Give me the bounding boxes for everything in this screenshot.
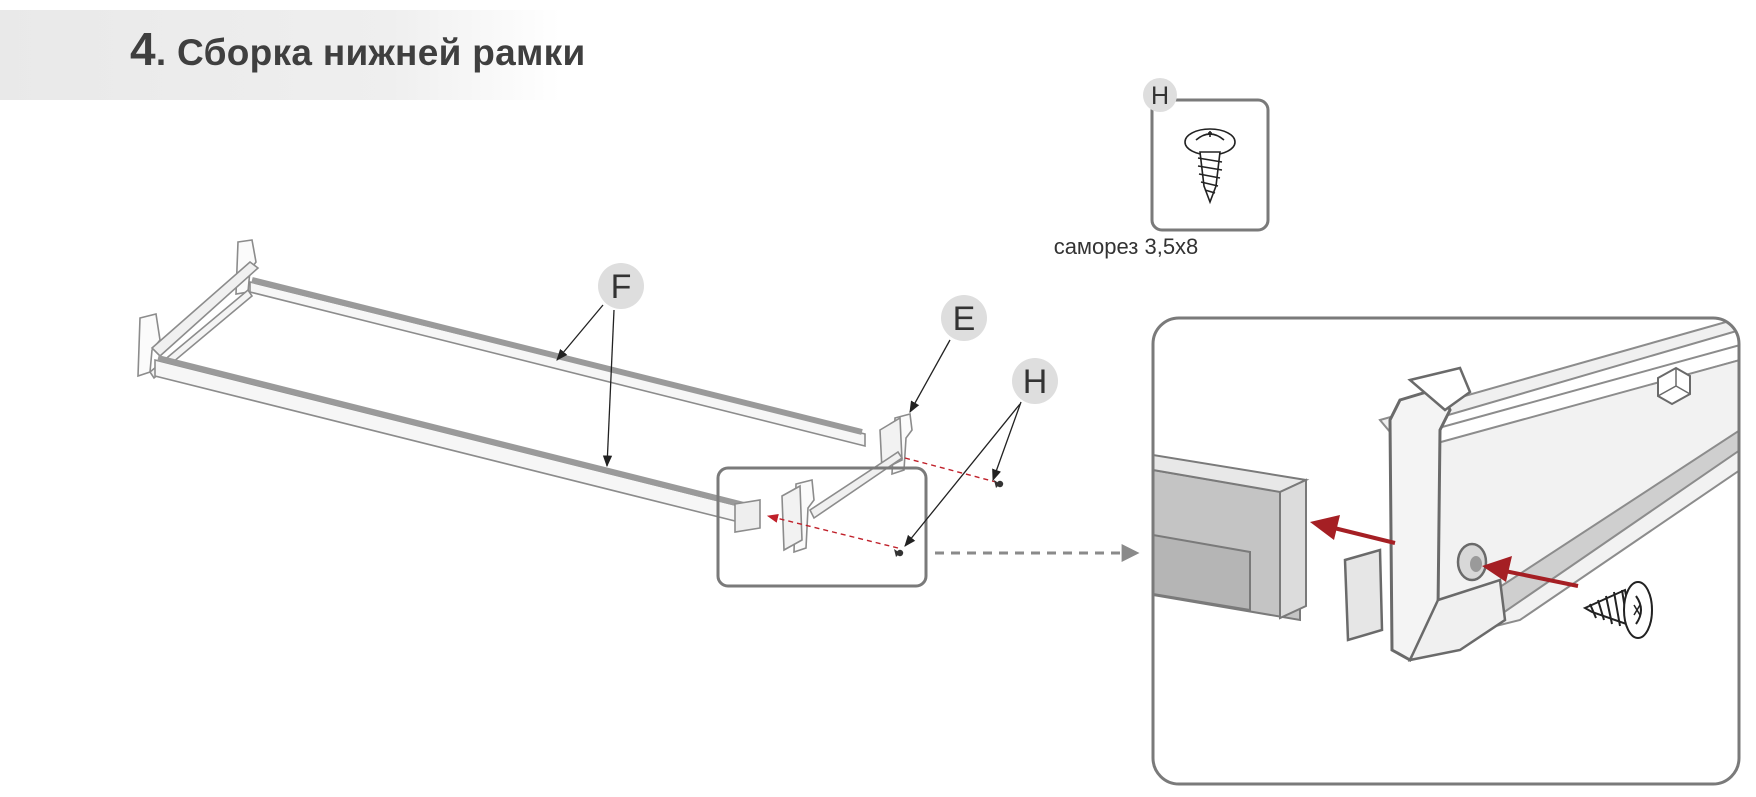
zoom-region-box xyxy=(716,466,928,588)
callout-leaders xyxy=(556,304,1022,547)
detail-view xyxy=(1151,316,1741,786)
hardware-box: H xyxy=(1143,78,1270,232)
self-tapping-screw-icon xyxy=(1184,128,1236,205)
callout-e: E xyxy=(941,295,987,341)
callout-h: H xyxy=(1012,358,1058,404)
insert-arrows xyxy=(1310,515,1579,588)
screw-h-small-icon xyxy=(894,480,1004,557)
svg-text:F: F xyxy=(611,268,632,306)
step-title: 4. Сборка нижней рамки xyxy=(130,22,586,76)
step-number: 4 xyxy=(130,23,156,75)
step-header-band xyxy=(0,10,560,100)
step-title-text: . Сборка нижней рамки xyxy=(155,32,586,73)
hardware-letter: H xyxy=(1151,82,1169,110)
svg-text:E: E xyxy=(953,300,976,338)
bottom-frame-assembly xyxy=(137,239,913,554)
hardware-caption: саморез 3,5x8 xyxy=(1053,234,1199,259)
svg-text:H: H xyxy=(1023,363,1048,401)
insertion-guides xyxy=(766,457,997,549)
detail-screw-icon xyxy=(1582,581,1653,639)
callout-f: F xyxy=(598,263,644,309)
